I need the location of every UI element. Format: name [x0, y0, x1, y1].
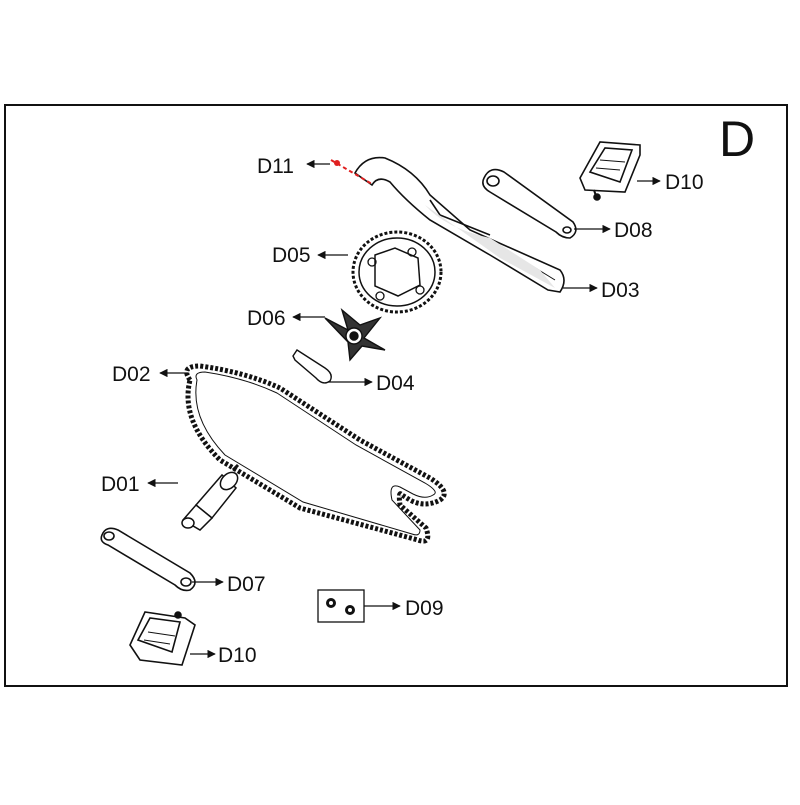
pin-part — [292, 349, 332, 384]
part-label-d07: D07 — [227, 573, 266, 596]
chain-part — [184, 363, 447, 544]
guard-screw-part — [330, 159, 373, 185]
chainring-part — [351, 230, 443, 314]
diagram-frame — [4, 104, 788, 687]
part-label-d04: D04 — [376, 372, 415, 395]
left-crank-part — [100, 527, 196, 592]
part-label-d09: D09 — [405, 597, 444, 620]
pedal-left-part — [129, 611, 196, 666]
part-label-d01: D01 — [101, 473, 140, 496]
part-label-d03: D03 — [601, 279, 640, 302]
part-label-d08: D08 — [614, 219, 653, 242]
chain-guard-part — [353, 156, 565, 293]
part-label-d02: D02 — [112, 363, 151, 386]
part-label-d10-bottom: D10 — [218, 644, 257, 667]
part-label-d10-top: D10 — [665, 171, 704, 194]
pedal-right-part — [579, 141, 641, 201]
section-letter: D — [719, 111, 756, 167]
leader-lines — [147, 159, 661, 659]
right-crank-part — [482, 168, 577, 239]
bottom-bracket-part — [181, 463, 240, 531]
part-label-d05: D05 — [272, 244, 311, 267]
spider-part — [324, 307, 386, 362]
part-label-d06: D06 — [247, 307, 286, 330]
part-label-d11: D11 — [257, 155, 294, 178]
screw-set-part — [317, 589, 365, 623]
